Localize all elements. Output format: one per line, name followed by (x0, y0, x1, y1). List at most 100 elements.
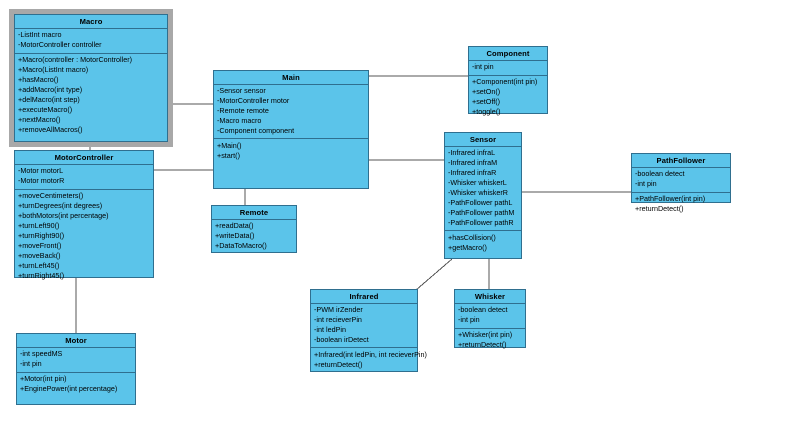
attribute-row: -Motor motorL (18, 166, 64, 176)
method-row: +EnginePower(int percentage) (20, 384, 118, 394)
class-title-infrared: Infrared (311, 290, 417, 304)
method-row: +addMacro(int type) (18, 85, 83, 95)
attribute-row: -Infrared infraR (448, 168, 497, 178)
attribute-row: -boolean irDetect (314, 335, 369, 345)
method-row: +Macro(ListInt macro) (18, 65, 89, 75)
attribute-row: -MotorController motor (217, 96, 290, 106)
method-row: +returnDetect() (458, 340, 507, 350)
uml-class-macro[interactable]: Macro -ListInt macro -MotorController co… (9, 9, 173, 147)
attribute-row: -Whisker whiskerR (448, 188, 508, 198)
class-methods-infrared: +Infrared(int ledPin, int recieverPin) +… (311, 348, 427, 372)
attribute-row: -int ledPin (314, 325, 346, 335)
attribute-row: -MotorController controller (18, 40, 102, 50)
method-row: +turnRight90() (18, 231, 65, 240)
class-methods-remote: +readData() +writeData() +DataToMacro() (212, 220, 296, 254)
attribute-row: -int speedMS (20, 349, 63, 359)
method-row: +readData() (215, 221, 254, 231)
attribute-row: -boolean detect (635, 169, 685, 179)
class-title-component: Component (469, 47, 547, 61)
class-attributes-macro: -ListInt macro -MotorController controll… (15, 29, 167, 54)
class-attributes-sensor: -Infrared infraL -Infrared infraM -Infra… (445, 147, 521, 232)
class-attributes-motorcontroller: -Motor motorL -Motor motorR (15, 165, 153, 190)
method-row: +turnDegrees(int degrees) (18, 201, 103, 211)
attribute-row: -Macro macro (217, 116, 262, 126)
uml-class-sensor[interactable]: Sensor -Infrared infraL -Infrared infraM… (444, 132, 522, 259)
attribute-row: -int pin (472, 62, 494, 72)
method-row: +nextMacro() (18, 114, 61, 124)
method-row: +setOff() (472, 97, 501, 107)
attribute-row: -ListInt macro (18, 30, 62, 40)
class-methods-motorcontroller: +moveCentimeters() +turnDegrees(int degr… (15, 190, 153, 284)
class-methods-component: +Component(int pin) +setOn() +setOff() +… (469, 76, 547, 120)
class-methods-pathfollower: +PathFollower(int pin) +returnDetect() (632, 193, 730, 217)
attribute-row: -Motor motorR (18, 176, 65, 186)
attribute-row: -int pin (635, 179, 657, 189)
attribute-row: -PathFollower pathL (448, 198, 513, 208)
class-title-remote: Remote (212, 206, 296, 220)
method-row: +DataToMacro() (215, 241, 267, 251)
uml-class-infrared[interactable]: Infrared -PWM irZender -int recieverPin … (310, 289, 427, 372)
connector-sensor-infrared (415, 258, 453, 291)
attribute-row: -Sensor sensor (217, 86, 266, 96)
method-row: +Whisker(int pin) (458, 330, 513, 340)
method-row: +toggle() (472, 107, 501, 117)
class-attributes-motor: -int speedMS -int pin (17, 348, 135, 373)
attribute-row: -PathFollower pathM (448, 208, 515, 217)
attribute-row: -PathFollower pathR (448, 217, 514, 227)
uml-class-whisker[interactable]: Whisker -boolean detect -int pin +Whiske… (454, 289, 526, 349)
class-title-motorcontroller: MotorController (15, 151, 153, 165)
method-row: +returnDetect() (635, 204, 684, 214)
class-attributes-pathfollower: -boolean detect -int pin (632, 168, 730, 193)
attribute-row: -Whisker whiskerL (448, 178, 507, 188)
method-row: +moveBack() (18, 250, 61, 260)
method-row: +delMacro(int step) (18, 95, 80, 104)
attribute-row: -int pin (458, 315, 480, 325)
uml-class-pathfollower[interactable]: PathFollower -boolean detect -int pin +P… (631, 153, 731, 213)
class-methods-sensor: +hasCollision() +getMacro() (445, 231, 521, 255)
class-methods-macro: +Macro(controller : MotorController) +Ma… (15, 54, 167, 138)
attribute-row: -int pin (20, 359, 42, 369)
method-row: +executeMacro() (18, 104, 73, 114)
attribute-row: -Component component (217, 126, 295, 136)
uml-class-motor[interactable]: Motor -int speedMS -int pin +Motor(int p… (16, 333, 136, 405)
method-row: +Motor(int pin) (20, 374, 67, 384)
method-row: +PathFollower(int pin) (635, 194, 706, 204)
attribute-row: -Remote remote (217, 106, 269, 116)
class-title-whisker: Whisker (455, 290, 525, 304)
attribute-row: -PWM irZender (314, 305, 363, 315)
uml-class-motorcontroller[interactable]: MotorController -Motor motorL -Motor mot… (14, 150, 154, 280)
class-methods-main: +Main() +start() (214, 139, 368, 163)
uml-class-main[interactable]: Main -Sensor sensor -MotorController mot… (213, 70, 369, 189)
method-row: +moveFront() (18, 240, 62, 250)
attribute-row: -Infrared infraM (448, 158, 498, 168)
uml-class-component[interactable]: Component -int pin +Component(int pin) +… (468, 46, 548, 116)
attribute-row: -Infrared infraL (448, 148, 496, 158)
class-methods-whisker: +Whisker(int pin) +returnDetect() (455, 329, 525, 353)
method-row: +moveCentimeters() (18, 191, 84, 201)
attribute-row: -int recieverPin (314, 315, 362, 325)
class-attributes-whisker: -boolean detect -int pin (455, 304, 525, 329)
method-row: +start() (217, 151, 240, 160)
attribute-row: -boolean detect (458, 305, 508, 315)
uml-class-remote[interactable]: Remote +readData() +writeData() +DataToM… (211, 205, 297, 253)
method-row: +Main() (217, 141, 242, 151)
method-row: +getMacro() (448, 242, 487, 252)
class-title-sensor: Sensor (445, 133, 521, 147)
class-title-main: Main (214, 71, 368, 85)
class-title-pathfollower: PathFollower (632, 154, 730, 168)
method-row: +bothMotors(int percentage) (18, 211, 109, 221)
class-attributes-component: -int pin (469, 61, 547, 76)
method-row: +Infrared(int ledPin, int recieverPin) (314, 350, 427, 360)
method-row: +returnDetect() (314, 360, 363, 370)
class-title-motor: Motor (17, 334, 135, 348)
class-attributes-infrared: -PWM irZender -int recieverPin -int ledP… (311, 304, 417, 349)
class-attributes-main: -Sensor sensor -MotorController motor -R… (214, 85, 368, 140)
method-row: +Macro(controller : MotorController) (18, 55, 133, 65)
method-row: +writeData() (215, 231, 255, 241)
method-row: +turnRight45() (18, 270, 65, 280)
class-methods-motor: +Motor(int pin) +EnginePower(int percent… (17, 373, 135, 397)
method-row: +hasMacro() (18, 75, 59, 85)
method-row: +setOn() (472, 87, 501, 97)
method-row: +turnLeft90() (18, 221, 60, 231)
